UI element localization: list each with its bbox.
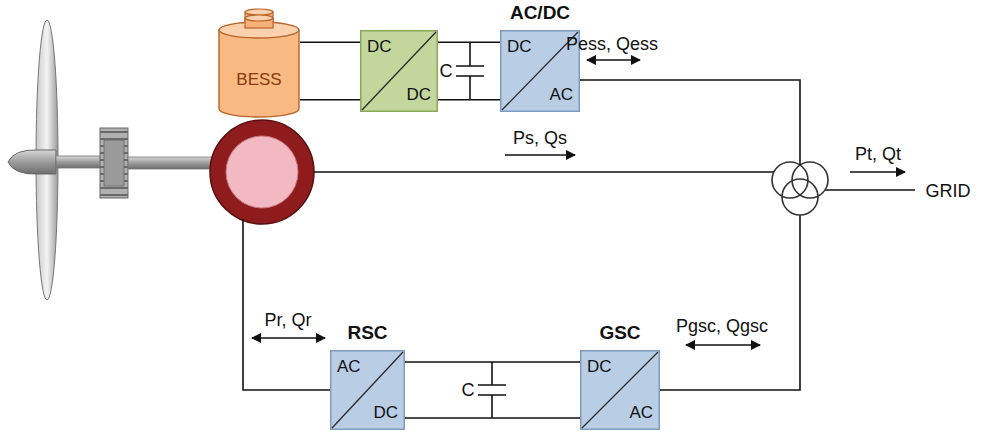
battery-label: BESS xyxy=(218,70,300,90)
battery-cylinder: BESS xyxy=(218,8,300,118)
power-label: Pess, Qess xyxy=(566,34,658,55)
rotor-side-converter: RSCACDC xyxy=(330,350,405,430)
converter-heading: GSC xyxy=(560,322,680,344)
port-label: DC xyxy=(373,403,398,423)
wires xyxy=(243,80,915,390)
port-label: AC xyxy=(629,403,653,423)
dc-dc-converter: DC DC xyxy=(360,30,438,112)
power-label: Pr, Qr xyxy=(264,310,311,331)
capacitor-label: C xyxy=(440,61,453,82)
dc-link-wire xyxy=(438,42,500,99)
grid-side-converter: GSCDCAC xyxy=(580,350,660,430)
wind-turbine xyxy=(8,20,214,300)
power-label: Ps, Qs xyxy=(513,128,567,149)
power-label: Pt, Qt xyxy=(855,144,901,165)
power-label: Pgsc, Qgsc xyxy=(676,316,768,337)
port-label: AC xyxy=(337,357,361,377)
port-label: DC xyxy=(406,85,431,105)
grid-label: GRID xyxy=(926,181,971,202)
port-label: DC xyxy=(507,37,532,57)
converter-heading: RSC xyxy=(310,322,425,344)
transformer xyxy=(772,162,828,215)
converter-heading: AC/DC xyxy=(480,2,600,24)
cylinder-outline xyxy=(218,8,300,118)
dc-link-wire xyxy=(405,362,580,418)
dc-link-wire xyxy=(300,42,360,99)
port-label: AC xyxy=(549,85,573,105)
port-label: DC xyxy=(587,357,612,377)
capacitor-label: C xyxy=(462,380,475,401)
generator xyxy=(210,120,314,224)
port-label: DC xyxy=(367,37,392,57)
